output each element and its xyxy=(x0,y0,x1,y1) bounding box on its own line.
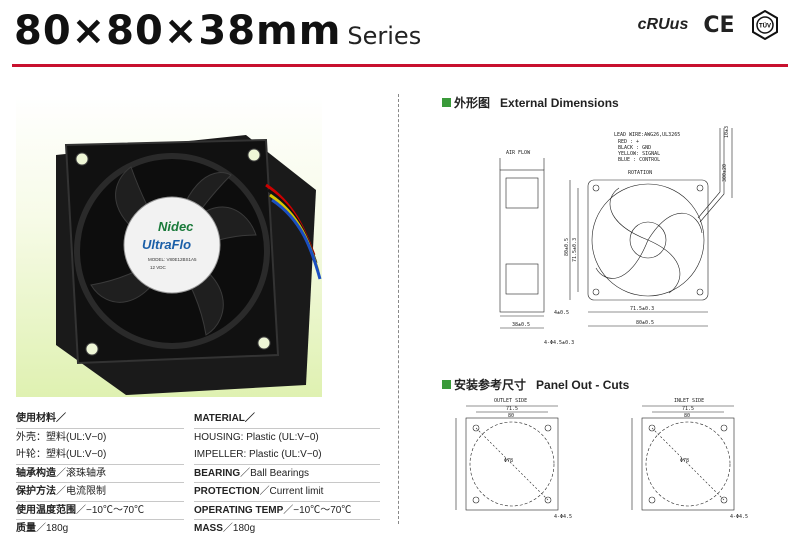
dim-side-pitch: 71.5±0.3 xyxy=(572,238,578,262)
spec-row-housing: 外壳：塑料(UL:V−0) xyxy=(16,429,184,447)
spec-row-impeller: 叶轮：塑料(UL:V−0) xyxy=(16,446,184,465)
outlet-diameter: Φ78 xyxy=(504,458,513,464)
section-title-external: 外形图 External Dimensions xyxy=(442,94,619,111)
spec-table-en: MATERIAL／ HOUSING: Plastic (UL:V−0) IMPE… xyxy=(194,410,380,536)
section-title-panel: 安装参考尺寸 Panel Out - Cuts xyxy=(442,376,629,393)
photo-label-line-2: 12 VDC xyxy=(150,265,167,270)
photo-model-line: UltraFlo xyxy=(142,237,191,252)
inlet-hole: 4-Φ4.5 xyxy=(730,514,748,520)
section-title-cn: 外形图 xyxy=(454,96,491,110)
dim-front-pitch: 71.5±0.3 xyxy=(630,306,654,312)
wire-blue: BLUE : CONTROL xyxy=(618,157,660,163)
inlet-top-dim: 71.5 xyxy=(682,406,694,412)
external-dimensions-drawing: LEAD WIRE:AWG26,UL3265 RED : + BLACK : G… xyxy=(499,126,733,346)
spec-value: ／−10℃〜70℃ xyxy=(76,504,145,516)
spec-row-material: MATERIAL／ xyxy=(194,410,380,429)
tuv-mark-text: TÜV xyxy=(759,23,771,30)
inlet-side-label: INLET SIDE xyxy=(674,398,704,404)
spec-label: BEARING xyxy=(194,467,241,479)
spec-value: IMPELLER: Plastic (UL:V−0) xyxy=(194,449,322,460)
spec-label: MASS xyxy=(194,523,223,534)
dim-depth: 38±0.5 xyxy=(512,322,530,328)
spec-label: 使用材料／ xyxy=(16,413,66,424)
section-title-en: External Dimensions xyxy=(500,95,619,110)
spec-value: ／电流限制 xyxy=(56,486,106,497)
spec-table-cn: 使用材料／ 外壳：塑料(UL:V−0) 叶轮：塑料(UL:V−0) 轴承构造／滚… xyxy=(16,410,184,536)
panel-cutouts-drawing: OUTLET SIDE INLET SIDE 71.5 80 71.5 80 Φ… xyxy=(455,398,748,520)
title-series: Series xyxy=(347,22,422,50)
wire-yellow: YELLOW: SIGNAL xyxy=(618,151,660,157)
fan-illustration: Nidec UltraFlo MODEL: V80E12BS1A5 12 VDC xyxy=(56,135,322,395)
spec-value: 外壳：塑料(UL:V−0) xyxy=(16,431,107,443)
outlet-hole: 4-Φ4.5 xyxy=(554,514,572,520)
section-title-en: Panel Out - Cuts xyxy=(536,377,630,392)
spec-row-protection: 保护方法／电流限制 xyxy=(16,483,184,502)
spec-value: HOUSING: Plastic (UL:V−0) xyxy=(194,431,319,443)
dim-holes: 4-Φ4.5±0.3 xyxy=(544,340,574,346)
spec-value: ／Ball Bearings xyxy=(240,467,310,479)
product-photo: Nidec UltraFlo MODEL: V80E12BS1A5 12 VDC xyxy=(16,95,322,397)
inlet-top-tol: 80 xyxy=(684,413,690,419)
wire-black: BLACK : GND xyxy=(618,145,651,151)
title-underline xyxy=(12,64,788,67)
spec-value: ／Current limit xyxy=(259,486,324,497)
spec-label: 使用温度范围 xyxy=(16,504,76,516)
ul-mark-text: cRUus xyxy=(637,16,689,33)
wire-red: RED : + xyxy=(618,139,639,145)
spec-label: OPERATING TEMP xyxy=(194,504,284,516)
photo-brand: Nidec xyxy=(158,219,194,234)
dim-wire-end: 10±3 xyxy=(724,126,730,138)
spec-value: 叶轮：塑料(UL:V−0) xyxy=(16,449,107,460)
air-flow-label: AIR FLOW xyxy=(506,150,531,156)
outlet-top-tol: 80 xyxy=(508,413,514,419)
ce-mark-text: CE xyxy=(703,12,735,38)
spec-label: MATERIAL／ xyxy=(194,413,255,424)
title-size: 80×80×38mm xyxy=(14,8,342,54)
spec-row-temp: OPERATING TEMP／−10℃〜70℃ xyxy=(194,502,380,520)
spec-row-temp: 使用温度范围／−10℃〜70℃ xyxy=(16,502,184,520)
lead-wire-label: LEAD WIRE:AWG26,UL3265 xyxy=(614,132,680,138)
inlet-diameter: Φ78 xyxy=(680,458,689,464)
dim-flange: 4±0.5 xyxy=(554,310,569,316)
spec-value: ／180g xyxy=(36,523,69,534)
dim-wire-length: 300±20 xyxy=(722,164,728,182)
section-title-cn: 安装参考尺寸 xyxy=(454,378,527,392)
spec-row-housing: HOUSING: Plastic (UL:V−0) xyxy=(194,429,380,447)
dim-side-height: 80±0.5 xyxy=(564,238,570,256)
spec-row-bearing: 轴承构造／滚珠轴承 xyxy=(16,465,184,483)
column-divider xyxy=(398,94,399,524)
dim-front-width: 80±0.5 xyxy=(636,320,654,326)
ce-mark-icon: CE xyxy=(702,12,736,38)
section-square-icon xyxy=(442,98,451,107)
spec-row-mass: 质量／180g xyxy=(16,520,184,536)
rotation-label: ROTATION xyxy=(628,170,652,176)
spec-value: ／−10℃〜70℃ xyxy=(283,504,352,516)
spec-row-impeller: IMPELLER: Plastic (UL:V−0) xyxy=(194,446,380,465)
ul-mark-icon: cRUus xyxy=(632,12,694,38)
spec-row-material: 使用材料／ xyxy=(16,410,184,429)
spec-label: 轴承构造 xyxy=(16,467,56,479)
spec-row-mass: MASS／180g xyxy=(194,520,380,536)
outlet-side-label: OUTLET SIDE xyxy=(494,398,527,404)
spec-label: 保护方法 xyxy=(16,486,56,497)
spec-label: 质量 xyxy=(16,523,36,534)
spec-row-bearing: BEARING／Ball Bearings xyxy=(194,465,380,483)
photo-label-line-1: MODEL: V80E12BS1A5 xyxy=(148,257,197,262)
spec-value: ／180g xyxy=(222,523,256,534)
tuv-mark-icon: TÜV xyxy=(750,10,780,40)
spec-row-protection: PROTECTION／Current limit xyxy=(194,483,380,502)
spec-label: PROTECTION xyxy=(194,486,260,497)
spec-value: ／滚珠轴承 xyxy=(56,467,106,479)
outlet-top-dim: 71.5 xyxy=(506,406,518,412)
section-square-icon xyxy=(442,380,451,389)
